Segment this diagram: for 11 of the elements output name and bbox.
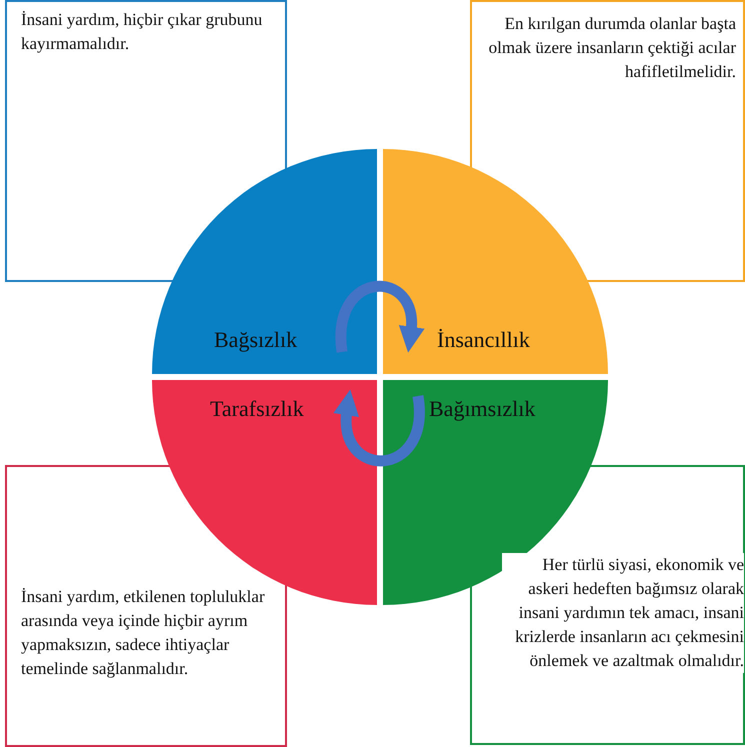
description-text: İnsani yardım, etkilenen topluluklar arasında veya içinde hiçbir ayrım yapmaksızın, sadece ihtiyaçlar temelinde sağlanmalıdır. — [21, 586, 266, 680]
text-box — [5, 465, 287, 747]
description-text: İnsani yardım, hiçbir çıkar grubunu kayırmamalıdır. — [21, 9, 264, 55]
principle-label: İnsancıllık — [437, 327, 530, 353]
text-box — [470, 465, 745, 745]
principle-label: Bağsızlık — [214, 327, 298, 353]
principle-label: Tarafsızlık — [210, 396, 304, 422]
description-text: Her türlü siyasi, ekonomik ve askeri hedeften bağımsız olarak insani yardımın tek amacı, insani krizlerde insanların acı çekmesini önlemek ve azaltmak olmalıdır. — [502, 553, 744, 673]
curved-arrow — [336, 281, 424, 353]
description-text: En kırılgan durumda olanlar başta olmak üzere insanların çektiği acılar hafifletilmelidir. — [488, 13, 736, 83]
principle-label: Bağımsızlık — [429, 396, 536, 422]
